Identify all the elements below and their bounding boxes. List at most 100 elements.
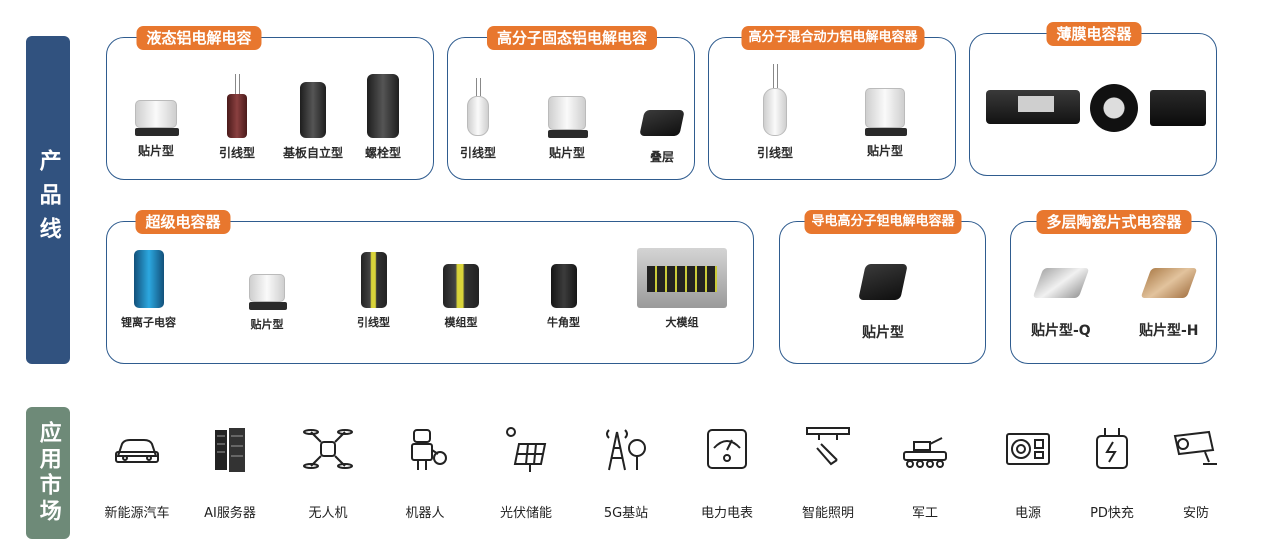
hybrid-badge: 高分子混合动力铝电解电容器 bbox=[741, 26, 925, 50]
product-item: 螺栓型 bbox=[365, 74, 401, 161]
product-item: 大模组 bbox=[637, 248, 727, 330]
mlcc-h-image bbox=[1140, 268, 1198, 298]
product-line-sidebar: 产品线 bbox=[26, 36, 70, 364]
product-item: 贴片型 bbox=[865, 88, 907, 159]
power-supply-icon bbox=[1006, 433, 1050, 465]
super-panel: 超级电容器 锂离子电容 贴片型 引线型 模组型 牛角型 bbox=[106, 210, 754, 364]
product-label: 引线型 bbox=[219, 146, 256, 160]
product-item: 引线型 bbox=[460, 78, 496, 161]
tantalum-chip-image bbox=[858, 264, 908, 300]
product-label: 引线型 bbox=[757, 146, 794, 160]
market-item bbox=[380, 422, 470, 476]
polymer-solid-badge: 高分子固态铝电解电容 bbox=[486, 26, 658, 50]
polymer-solid-panel: 高分子固态铝电解电容 引线型 贴片型 叠层 bbox=[447, 26, 695, 180]
tantalum-badge: 导电高分子钽电解电容器 bbox=[804, 210, 962, 234]
product-label: 贴片型 bbox=[866, 144, 903, 158]
solar-icon bbox=[506, 427, 547, 472]
super-badge: 超级电容器 bbox=[135, 210, 231, 234]
server-icon bbox=[215, 428, 245, 472]
market-item bbox=[783, 422, 873, 476]
product-label: 引线型 bbox=[357, 316, 390, 329]
film-box-image bbox=[1150, 90, 1206, 126]
market-item bbox=[1151, 422, 1241, 476]
tantalum-panel: 导电高分子钽电解电容器 贴片型 bbox=[779, 210, 986, 364]
market-label: 军工 bbox=[911, 506, 939, 521]
market-item bbox=[581, 422, 671, 476]
market-item bbox=[880, 422, 970, 476]
product-label: 贴片型 bbox=[250, 318, 284, 331]
market-item bbox=[185, 422, 275, 476]
smd-cap-image bbox=[865, 88, 907, 136]
mlcc-badge: 多层陶瓷片式电容器 bbox=[1036, 210, 1192, 234]
lamp-icon bbox=[806, 427, 850, 466]
product-item: 引线型 bbox=[757, 64, 793, 161]
product-item: 贴片型-Q bbox=[1031, 268, 1091, 340]
snap-in-cap-image bbox=[300, 82, 326, 138]
product-label: 贴片型 bbox=[548, 146, 585, 160]
mlcc-panel: 多层陶瓷片式电容器 贴片型-Q 贴片型-H bbox=[1010, 210, 1217, 364]
product-label: 贴片型 bbox=[862, 325, 904, 341]
film-module-image bbox=[986, 90, 1080, 124]
film-badge: 薄膜电容器 bbox=[1046, 22, 1142, 46]
film-panel: 薄膜电容器 bbox=[969, 22, 1217, 176]
product-item: 牛角型 bbox=[547, 264, 580, 330]
market-item bbox=[481, 422, 571, 476]
radial-cap-image bbox=[467, 78, 489, 138]
film-round-image bbox=[1090, 84, 1138, 132]
product-item: 引线型 bbox=[219, 74, 255, 161]
product-item: 贴片型 bbox=[858, 264, 908, 342]
product-label: 大模组 bbox=[665, 316, 699, 329]
charger-icon bbox=[1096, 428, 1128, 469]
car-icon bbox=[115, 439, 159, 463]
meter-icon bbox=[707, 429, 747, 469]
market-label: 无人机 bbox=[308, 506, 348, 521]
product-label: 贴片型-H bbox=[1139, 323, 1199, 339]
radial-cap-image bbox=[227, 74, 247, 138]
product-item: 贴片型 bbox=[249, 274, 287, 332]
market-item bbox=[283, 422, 373, 476]
product-item: 叠层 bbox=[639, 110, 685, 165]
radial-super-cap-image bbox=[360, 252, 387, 308]
liquid-badge: 液态铝电解电容 bbox=[136, 26, 262, 50]
product-label: 螺栓型 bbox=[365, 146, 402, 160]
market-label: 光伏储能 bbox=[499, 506, 553, 521]
market-label: PD快充 bbox=[1090, 506, 1134, 521]
product-line-title: 产品线 bbox=[35, 149, 61, 251]
smd-cap-image bbox=[135, 100, 179, 136]
market-label: 新能源汽车 bbox=[104, 506, 170, 521]
liquid-panel: 液态铝电解电容 贴片型 引线型 基板自立型 螺栓型 bbox=[106, 26, 434, 180]
tank-icon bbox=[903, 437, 947, 468]
tower-icon bbox=[606, 429, 646, 471]
market-sidebar: 应用市场 bbox=[26, 407, 70, 539]
product-label: 锂离子电容 bbox=[121, 316, 176, 329]
robot-icon bbox=[411, 429, 447, 470]
market-item bbox=[983, 422, 1073, 476]
product-label: 模组型 bbox=[444, 316, 478, 329]
camera-icon bbox=[1173, 430, 1217, 465]
product-item: 贴片型 bbox=[135, 100, 179, 159]
product-item: 贴片型-H bbox=[1139, 268, 1199, 340]
market-item bbox=[682, 422, 772, 476]
product-label: 叠层 bbox=[649, 150, 674, 164]
market-item bbox=[92, 422, 182, 476]
product-label: 贴片型 bbox=[137, 144, 174, 158]
market-label: 电力电表 bbox=[700, 506, 754, 521]
market-label: 机器人 bbox=[405, 506, 445, 521]
product-label: 基板自立型 bbox=[283, 146, 344, 160]
mlcc-q-image bbox=[1032, 268, 1090, 298]
smd-cap-image bbox=[548, 96, 588, 138]
market-label: 电源 bbox=[1014, 506, 1042, 521]
product-label: 牛角型 bbox=[547, 316, 580, 329]
product-label: 贴片型-Q bbox=[1031, 323, 1091, 339]
hybrid-panel: 高分子混合动力铝电解电容器 引线型 贴片型 bbox=[708, 26, 956, 180]
radial-cap-image bbox=[763, 64, 787, 138]
screw-cap-image bbox=[367, 74, 399, 138]
market-item bbox=[1067, 422, 1157, 476]
market-title: 应用市场 bbox=[35, 421, 61, 525]
product-item: 引线型 bbox=[357, 252, 390, 330]
product-item: 基板自立型 bbox=[283, 82, 343, 161]
module-cap-image bbox=[443, 264, 479, 308]
market-label: 5G基站 bbox=[603, 506, 649, 521]
market-label: 智能照明 bbox=[801, 506, 855, 521]
